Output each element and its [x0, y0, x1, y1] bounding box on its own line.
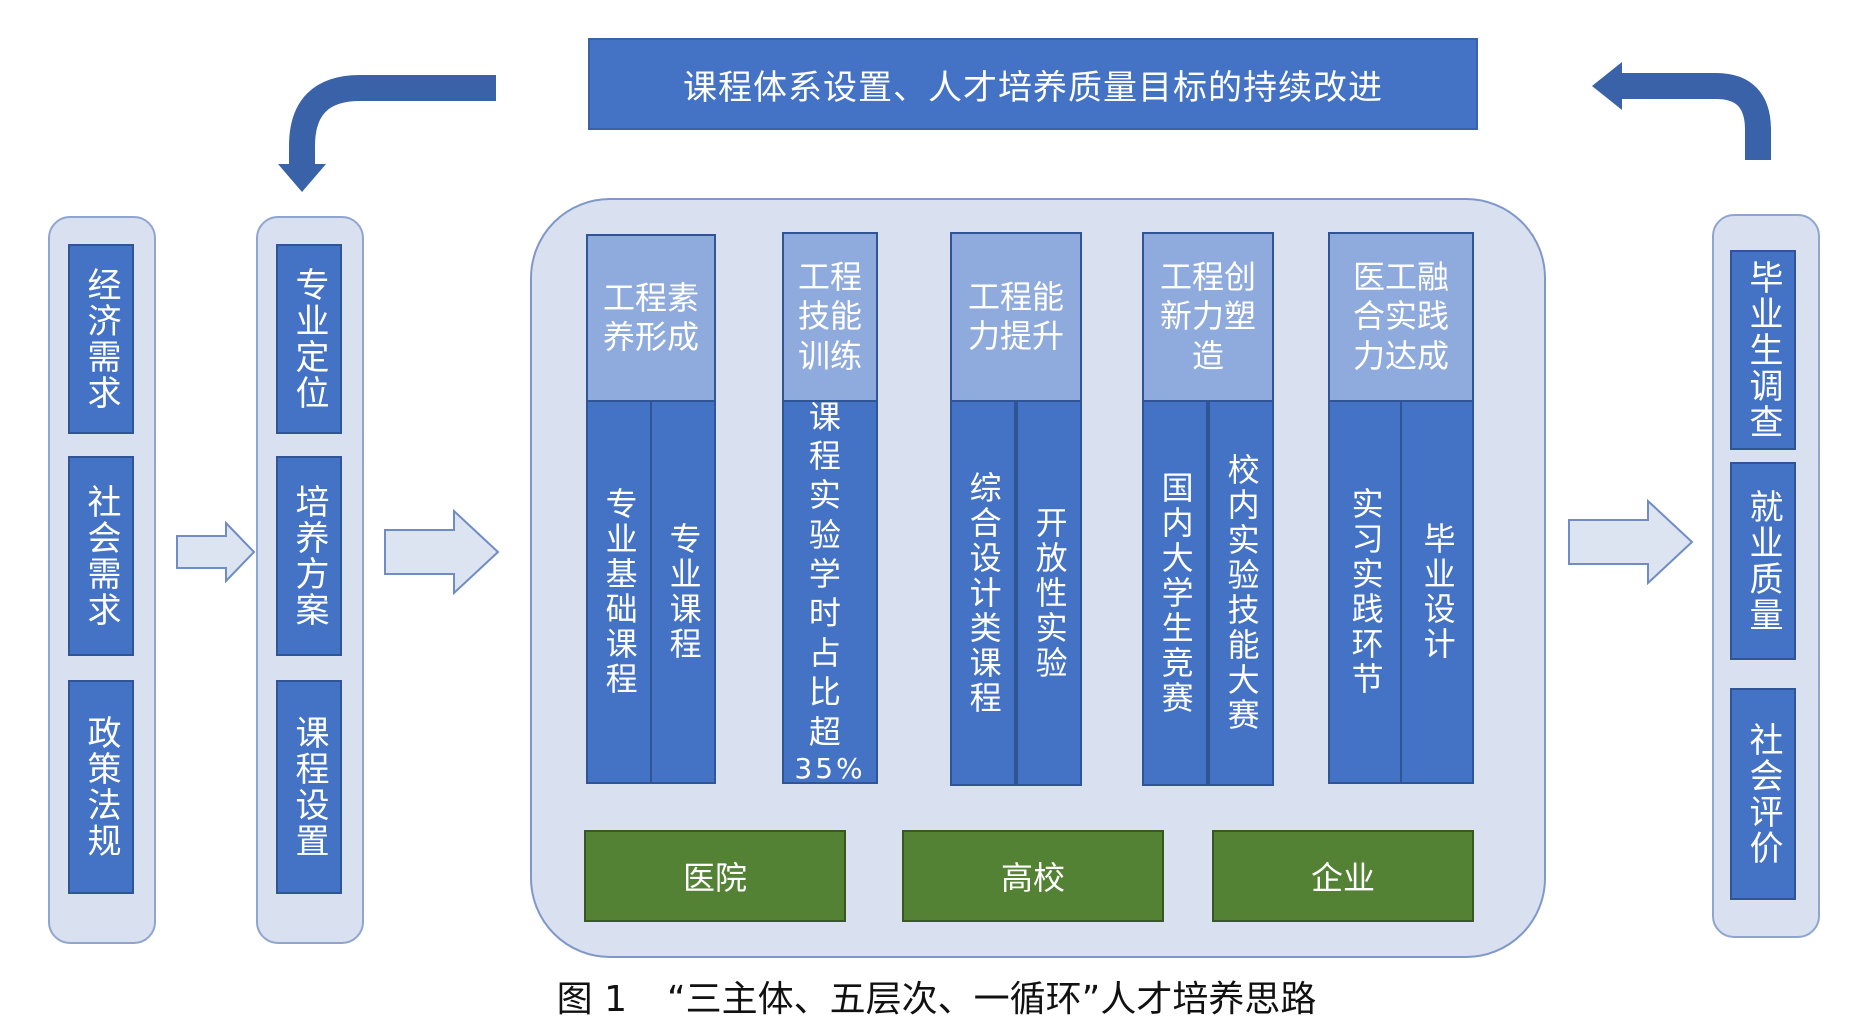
- column-3-item-2: 开放性实验: [1016, 400, 1082, 786]
- hollow-arrow-right-icon-1: [176, 520, 256, 584]
- top-banner: 课程体系设置、人才培养质量目标的持续改进: [588, 38, 1478, 130]
- column-1-item-2: 专业课程: [650, 400, 716, 784]
- curved-arrow-left-icon: [278, 75, 496, 192]
- column-header-1: 工程素养形成: [586, 234, 716, 402]
- partner-hospital: 医院: [584, 830, 846, 922]
- column-header-4: 工程创新力塑造: [1142, 232, 1274, 402]
- demand-social: 社会需求: [68, 456, 134, 656]
- figure-number: 图 1: [556, 979, 628, 1020]
- social-evaluation: 社会评价: [1730, 688, 1796, 900]
- column-header-2: 工程技能训练: [782, 232, 878, 402]
- column-4-item-2: 校内实验技能大赛: [1208, 400, 1274, 786]
- partner-enterprise: 企业: [1212, 830, 1474, 922]
- hollow-arrow-right-icon-3: [1568, 498, 1694, 586]
- column-1-item-1: 专业基础课程: [586, 400, 652, 784]
- graduate-survey: 毕业生调查: [1730, 250, 1796, 450]
- hollow-arrow-right-icon-2: [384, 508, 500, 596]
- demand-policy: 政策法规: [68, 680, 134, 894]
- curriculum-setting: 课程设置: [276, 680, 342, 894]
- major-positioning: 专业定位: [276, 244, 342, 434]
- column-4-item-1: 国内大学生竞赛: [1142, 400, 1208, 786]
- figure-title: “三主体、五层次、一循环”人才培养思路: [667, 979, 1317, 1020]
- column-header-3: 工程能力提升: [950, 232, 1082, 402]
- column-5-item-1: 实习实践环节: [1328, 400, 1402, 784]
- demand-economic: 经济需求: [68, 244, 134, 434]
- column-header-5: 医工融合实践力达成: [1328, 232, 1474, 402]
- training-plan: 培养方案: [276, 456, 342, 656]
- partner-university: 高校: [902, 830, 1164, 922]
- figure-caption: 图 1 “三主体、五层次、一循环”人才培养思路: [0, 970, 1873, 1022]
- column-3-item-1: 综合设计类课程: [950, 400, 1016, 786]
- employment-quality: 就业质量: [1730, 462, 1796, 660]
- column-5-item-2: 毕业设计: [1400, 400, 1474, 784]
- curved-arrow-right-icon: [1592, 62, 1771, 160]
